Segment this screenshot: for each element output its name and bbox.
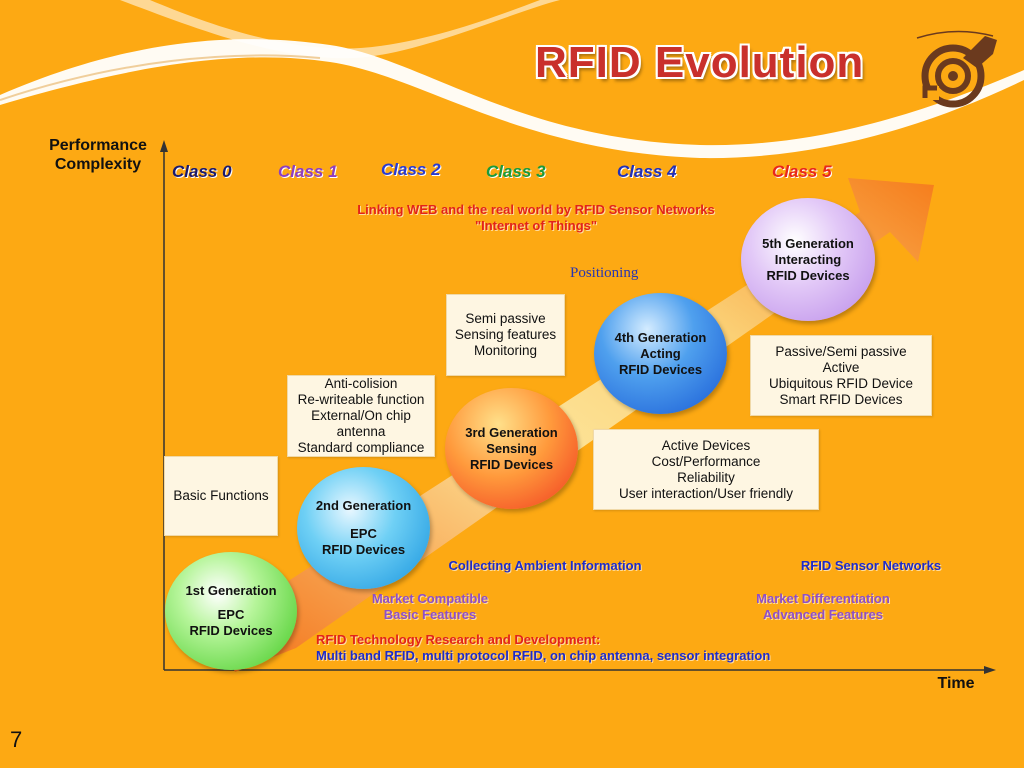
- x-axis: [164, 666, 996, 674]
- generation-1-circle: 1st Generation EPC RFID Devices: [165, 552, 297, 670]
- y-axis: [160, 140, 168, 670]
- generation-2-circle: 2nd Generation EPC RFID Devices: [297, 467, 430, 589]
- positioning-label: Positioning: [570, 265, 639, 281]
- feature-box-class4: Active Devices Cost/Performance Reliabil…: [593, 429, 819, 510]
- generation-3-circle: 3rd Generation Sensing RFID Devices: [445, 388, 578, 509]
- headline: Linking WEB and the real world by RFID S…: [357, 202, 715, 233]
- class-1-label: Class 1: [278, 162, 338, 181]
- feature-box-class3: Semi passive Sensing features Monitoring: [446, 294, 565, 376]
- sensor-networks-note: RFID Sensor Networks: [800, 558, 942, 573]
- slide-number: 7: [10, 727, 23, 752]
- research-title-note: RFID Technology Research and Development…: [316, 632, 601, 647]
- class-2-label: Class 2: [381, 160, 441, 179]
- market-compatible-note: Market Compatible Basic Features: [371, 591, 489, 622]
- slide-title: RFID Evolution: [535, 38, 865, 87]
- x-axis-label: Time: [937, 675, 975, 692]
- collecting-ambient-note: Collecting Ambient Information: [448, 558, 642, 573]
- market-differentiation-note: Market Differentiation Advanced Features: [756, 591, 890, 622]
- generation-5-circle: 5th Generation Interacting RFID Devices: [741, 198, 875, 321]
- generation-4-circle: 4th Generation Acting RFID Devices: [594, 293, 727, 414]
- research-detail-note: Multi band RFID, multi protocol RFID, on…: [316, 648, 771, 663]
- background-swoosh: [0, 0, 1024, 159]
- class-3-label: Class 3: [486, 162, 546, 181]
- y-axis-label: Performance Complexity: [49, 137, 147, 173]
- class-4-label: Class 4: [617, 162, 677, 181]
- feature-box-class1: Anti-colision Re-writeable function Exte…: [287, 375, 435, 457]
- class-5-label: Class 5: [772, 162, 832, 181]
- class-0-label: Class 0: [172, 162, 232, 181]
- feature-box-class5: Passive/Semi passive Active Ubiquitous R…: [750, 335, 932, 416]
- logo-icon: [916, 30, 997, 108]
- feature-box-basic: Basic Functions: [164, 456, 278, 536]
